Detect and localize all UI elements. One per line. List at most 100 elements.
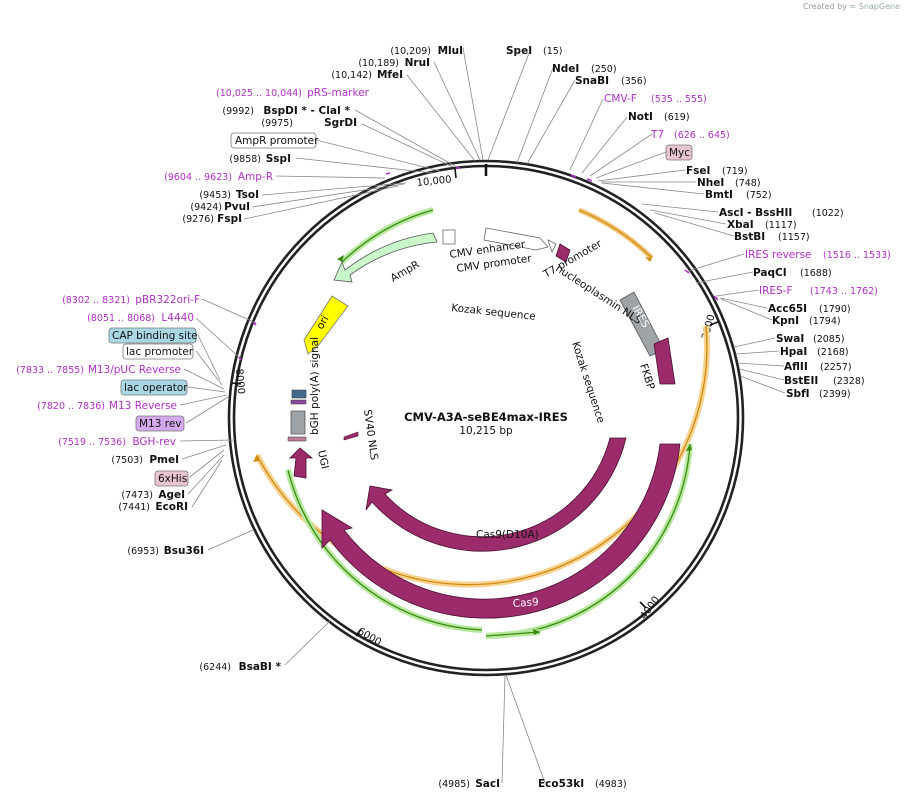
enzyme-name: PmeI [149, 454, 179, 466]
primer-pos: (8051 .. 8068) [87, 313, 155, 324]
feature-label-sv40-nls: SV40 NLS [361, 409, 380, 461]
primer-name: pBR322ori-F [135, 294, 200, 306]
enzyme-pos: (4985) [438, 779, 470, 790]
primer-name: BGH-rev [132, 436, 176, 448]
enzyme-name: NotI [628, 111, 653, 123]
primer-pos: (1516 .. 1533) [823, 250, 891, 261]
feature-label-fkbp: FKBP [637, 362, 657, 391]
enzyme-pos: (752) [746, 190, 772, 201]
enzyme-name: SnaBI [575, 75, 609, 87]
boxed-label-6xhis: 6xHis [158, 473, 187, 485]
enzyme-labels-right: SpeI (15) NdeI (250) SnaBI (356) NotI (6… [506, 45, 865, 790]
primer-name: M13 Reverse [109, 400, 177, 412]
feature-label-ori: ori [314, 314, 331, 332]
primer-name: M13/pUC Reverse [88, 364, 181, 376]
enzyme-pos: (9975) [261, 118, 293, 129]
enzyme-pos: (1688) [800, 268, 832, 279]
enzyme-name: PaqCI [753, 267, 787, 279]
bgh-polya-shape [290, 410, 306, 435]
feature-label-ugi: UGI [315, 449, 331, 470]
enzyme-name: BmtI [705, 189, 733, 201]
enzyme-pos: (2399) [819, 389, 851, 400]
enzyme-name: FseI [686, 165, 710, 177]
enzyme-pos: (10,189) [358, 58, 399, 69]
primer-pos: (7820 .. 7836) [37, 401, 105, 412]
primer-pos: (1743 .. 1762) [810, 286, 878, 297]
fkbp-shape [653, 337, 676, 385]
cas9-d10a-shape [365, 437, 627, 552]
enzyme-pos: (9424) [190, 202, 222, 213]
feature-label-cas9: Cas9 [512, 596, 539, 610]
enzyme-name: SwaI [776, 333, 804, 345]
tick-label: 10,000 [416, 174, 452, 189]
primer-marks [238, 167, 719, 361]
backbone-outer-strand [227, 159, 745, 677]
enzyme-pos: (2328) [833, 376, 865, 387]
annotation-arcs [253, 207, 710, 639]
snapgene-logo-icon: ≈ [849, 2, 857, 11]
cmv-enhancer-arrow [483, 227, 549, 251]
enzyme-pos: (7503) [111, 455, 143, 466]
primer-labels-left: (10,025 .. 10,044) pRS-marker (9604 .. 9… [16, 87, 370, 448]
cmv-box [442, 229, 456, 245]
enzyme-pos: (10,142) [331, 70, 372, 81]
enzyme-name: EcoRI [155, 501, 188, 513]
enzyme-name: NheI [697, 177, 724, 189]
enzyme-pos: (10,209) [390, 46, 431, 57]
enzyme-pos: (1022) [812, 208, 844, 219]
enzyme-pos: (619) [664, 112, 690, 123]
enzyme-pos: (9453) [199, 190, 231, 201]
plasmid-length: 10,215 bp [459, 425, 513, 437]
enzyme-name: KpnI [772, 315, 799, 327]
enzyme-name: SgrDI [324, 117, 357, 129]
enzyme-name: Eco53kI [538, 778, 584, 790]
boxed-label-lac-operator: lac operator [124, 382, 188, 394]
primer-pos: (9604 .. 9623) [164, 172, 232, 183]
boxed-label-myc: Myc [669, 147, 690, 159]
boxed-label-lac-promoter: lac promoter [126, 346, 194, 358]
enzyme-name: AgeI [158, 489, 185, 501]
feature-label-ampr: AmpR [389, 259, 422, 285]
primer-name: T7 [650, 129, 664, 141]
enzyme-pos: (9276) [182, 214, 214, 225]
enzyme-pos: (748) [735, 178, 761, 189]
enzyme-name: Acc65I [768, 303, 807, 315]
primer-labels-right: CMV-F (535 .. 555) T7 (626 .. 645) IRES … [604, 93, 891, 297]
enzyme-name: BstBI [734, 231, 765, 243]
enzyme-name: NruI [405, 57, 430, 69]
cas9-shape [321, 443, 681, 619]
enzyme-name: SacI [475, 778, 500, 790]
enzyme-pos: (7441) [118, 502, 150, 513]
ugi-shape [289, 447, 314, 479]
leader-mlui [462, 47, 484, 161]
enzyme-name: PvuI [224, 201, 250, 213]
primer-name: IRES reverse [745, 249, 812, 261]
enzyme-pos: (1117) [765, 220, 797, 231]
tick-label: 6000 [356, 626, 384, 648]
enzyme-name: XbaI [727, 219, 754, 231]
enzyme-name: BspDI * - ClaI * [263, 105, 350, 117]
tick-label: 8000 [233, 368, 246, 394]
enzyme-pos: (15) [543, 46, 563, 57]
enzyme-name: Bsu36I [164, 545, 204, 557]
primer-name: Amp-R [238, 171, 273, 183]
enzyme-pos: (9858) [229, 154, 261, 165]
enzyme-pos: (2085) [813, 334, 845, 345]
enzyme-name: HpaI [780, 346, 807, 358]
enzyme-name: FspI [217, 213, 242, 225]
boxed-label-cap-binding-site: CAP binding site [112, 330, 198, 342]
feature-label-kozak-2: Kozak sequence [569, 340, 607, 424]
primer-name: L4440 [161, 312, 194, 324]
enzyme-pos: (6244) [199, 662, 231, 673]
enzyme-name: TsoI [236, 189, 259, 201]
primer-pos: (8302 .. 8321) [62, 295, 130, 306]
primer-pos: (535 .. 555) [651, 94, 707, 105]
enzyme-name: NdeI [552, 63, 579, 75]
enzyme-pos: (6953) [127, 546, 159, 557]
enzyme-labels-left: (10,209) MluI (10,189) NruI (10,142) Mfe… [111, 45, 500, 790]
feature-shapes [287, 227, 681, 619]
primer-pos: (626 .. 645) [674, 130, 730, 141]
enzyme-pos: (250) [591, 64, 617, 75]
enzyme-pos: (2168) [817, 347, 849, 358]
